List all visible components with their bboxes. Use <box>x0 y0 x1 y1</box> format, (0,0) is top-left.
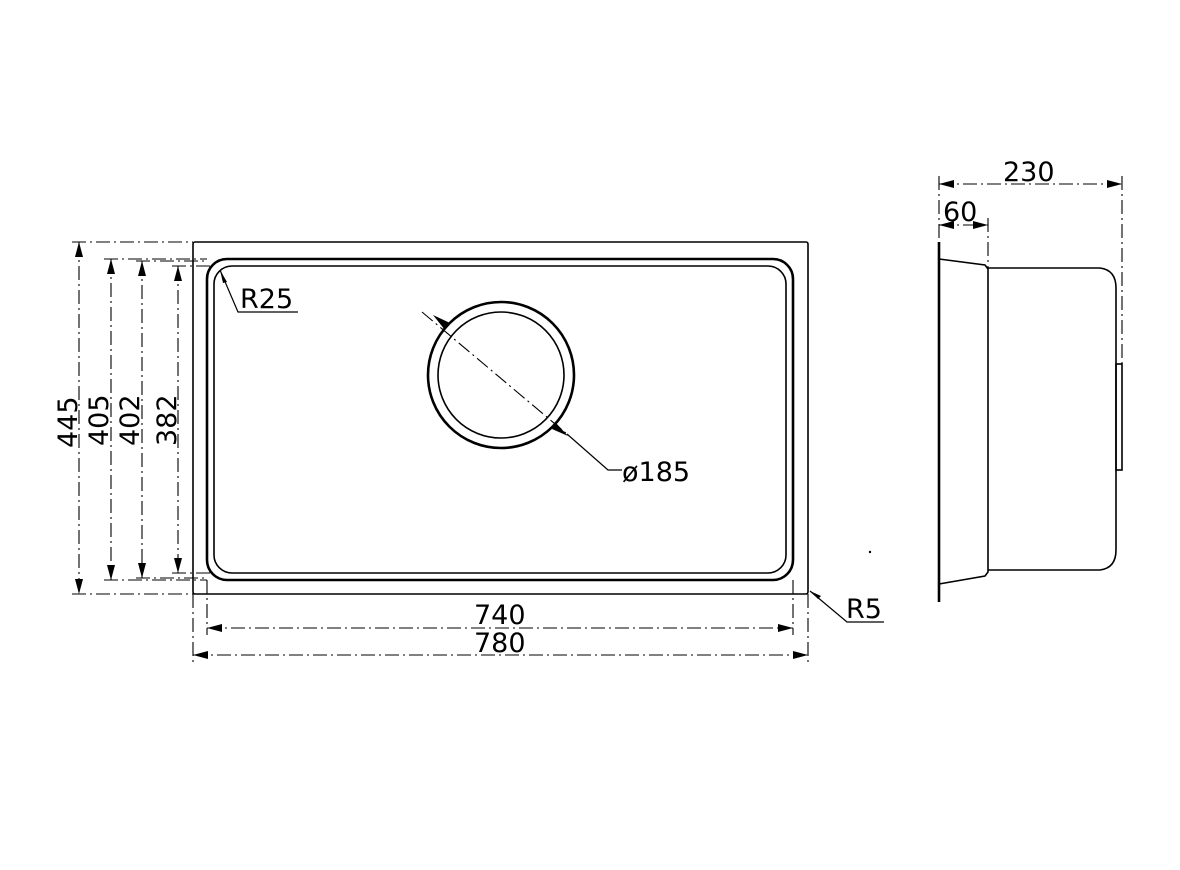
bowl-width-label: 382 <box>152 394 183 446</box>
width-402-label: 402 <box>115 394 146 446</box>
bowl-rim-outer <box>205 257 795 582</box>
sink-outer-flange <box>192 241 809 595</box>
bowl-rim-inner <box>213 265 787 574</box>
drain-diameter-label: ø185 <box>622 457 690 488</box>
top-view: ø185 R25 R5 740 780 445 <box>53 241 884 662</box>
drain-outer-circle <box>426 300 576 450</box>
outer-radius-label: R5 <box>846 594 882 625</box>
bowl-length-label: 740 <box>474 600 526 631</box>
side-view: 230 60 <box>937 157 1123 602</box>
depth-label: 230 <box>1003 157 1055 188</box>
flange-depth-label: 60 <box>943 197 977 228</box>
overall-width-label: 445 <box>53 396 84 448</box>
overall-length-label: 780 <box>474 628 526 659</box>
bowl-side-profile <box>988 267 1117 571</box>
drain-inner-circle <box>437 311 565 439</box>
width-405-label: 405 <box>84 394 115 446</box>
inner-radius-label: R25 <box>240 284 293 315</box>
